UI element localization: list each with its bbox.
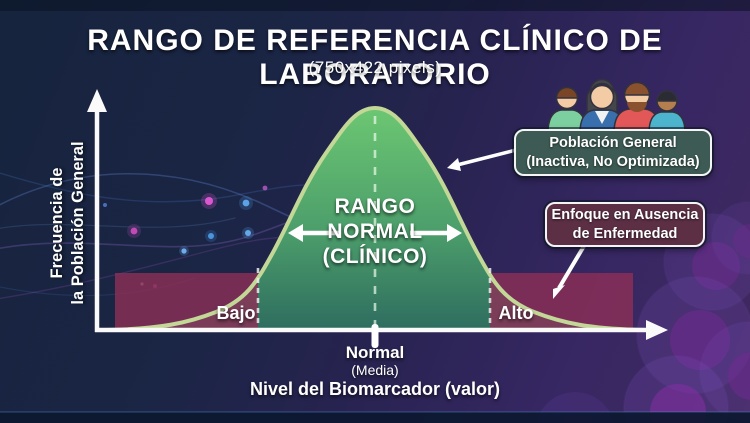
y-axis-arrowhead xyxy=(87,89,107,112)
bottom-letterbox-bar xyxy=(0,412,750,423)
person-icon xyxy=(547,86,587,134)
population-callout-line2: (Inactiva, No Optimizada) xyxy=(526,153,700,170)
low-region-label: Bajo xyxy=(216,303,256,323)
person-icon xyxy=(613,81,661,134)
person-icon xyxy=(648,90,686,134)
normal-range-left-arrow xyxy=(288,224,340,242)
high-region-label: Alto xyxy=(498,303,534,323)
normal-range-line3: (CLÍNICO) xyxy=(322,245,428,269)
page-title: RANGO DE REFERENCIA CLÍNICO DE LABORATOR… xyxy=(87,24,663,91)
x-axis-label: Nivel del Biomarcador (valor) xyxy=(249,379,501,399)
top-letterbox-bar xyxy=(0,0,750,11)
focus-callout: Enfoque en Ausencia de Enfermedad xyxy=(545,202,705,247)
population-callout-line1: Población General xyxy=(549,134,677,151)
population-callout: Población General (Inactiva, No Optimiza… xyxy=(514,129,712,176)
focus-callout-arrow xyxy=(553,244,586,299)
y-axis-label: Frecuencia de la Población General xyxy=(47,106,93,340)
glow-dots xyxy=(103,185,303,288)
y-axis-label-line2: la Población General xyxy=(69,141,88,305)
page-subtitle: (750x422 pixels) xyxy=(308,58,442,77)
person-icon xyxy=(579,78,625,134)
x-axis-arrowhead xyxy=(646,320,668,340)
x-tick-label: Normal xyxy=(345,343,405,362)
focus-callout-line2: de Enfermedad xyxy=(572,225,678,242)
y-axis-label-line1: Frecuencia de xyxy=(48,167,66,279)
population-callout-arrow xyxy=(447,148,517,171)
mean-tick xyxy=(371,324,379,348)
focus-callout-line1: Enfoque en Ausencia xyxy=(551,206,699,223)
normal-range-line1: RANGO xyxy=(334,195,416,218)
x-tick-sublabel: (Media) xyxy=(351,362,399,378)
normal-range-label: RANGO NORMAL (CLÍNICO) xyxy=(285,194,465,270)
normal-range-line2: NORMAL xyxy=(327,220,423,244)
people-group-icon xyxy=(547,78,686,134)
normal-range-right-arrow xyxy=(410,224,462,242)
bell-curve-stroke xyxy=(103,105,647,332)
